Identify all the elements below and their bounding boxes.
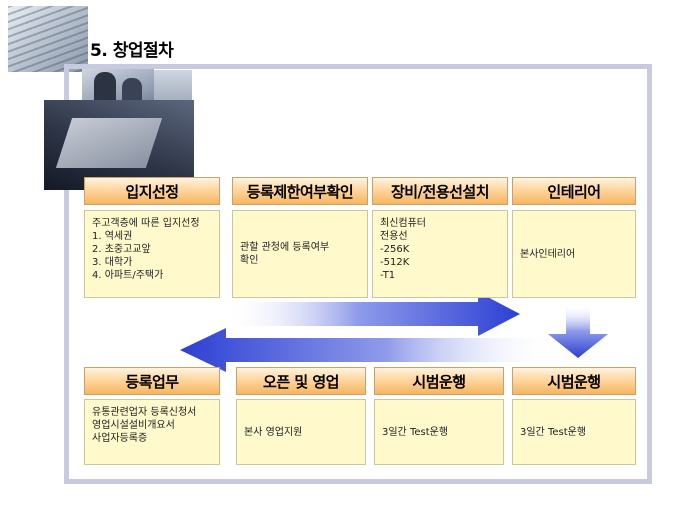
step-line: 3일간 Test운행 — [382, 426, 449, 438]
step-line: 사업자등록증 — [92, 433, 148, 444]
step-line: 1. 역세권 — [92, 231, 133, 242]
step-head-registration-check: 등록제한여부확인 — [232, 177, 368, 205]
step-line: 본사인테리어 — [520, 248, 576, 260]
page-title: 5. 창업절차 — [90, 41, 174, 61]
step-box-interior: 본사인테리어 — [512, 210, 636, 298]
step-box-opening: 본사 영업지원 — [236, 399, 366, 465]
step-line: -512K — [380, 257, 410, 268]
arrow-right — [225, 292, 520, 336]
step-line: 유통관련업자 등록신청서 — [92, 407, 197, 418]
step-box-equipment: 최신컴퓨터 전용선 -256K -512K -T1 — [372, 210, 508, 298]
step-line: 전용선 — [380, 231, 408, 242]
collage-photo-laptop — [44, 100, 194, 190]
step-head-interior: 인테리어 — [512, 177, 636, 205]
diagram-frame — [64, 64, 652, 484]
step-head-registration: 등록업무 — [84, 367, 220, 395]
step-box-site-selection: 주고객층에 따른 입지선정 1. 역세권 2. 초중고교앞 3. 대학가 4. … — [84, 210, 220, 298]
step-line: 확인 — [240, 255, 259, 266]
step-head-site-selection: 입지선정 — [84, 177, 220, 205]
step-line: 영업시설설비개요서 — [92, 420, 175, 431]
step-box-trial-run-1: 3일간 Test운행 — [374, 399, 504, 465]
step-line: -256K — [380, 244, 410, 255]
step-head-trial-run-1: 시범운행 — [374, 367, 504, 395]
collage-photo-papers — [8, 6, 88, 72]
step-box-registration: 유통관련업자 등록신청서 영업시설설비개요서 사업자등록증 — [84, 399, 220, 465]
step-line: 주고객층에 따른 입지선정 — [92, 218, 200, 229]
step-box-registration-check: 관할 관청에 등록여부 확인 — [232, 210, 368, 298]
step-line: 2. 초중고교앞 — [92, 244, 151, 255]
step-line: 4. 아파트/주택가 — [92, 270, 164, 281]
step-line: 본사 영업지원 — [244, 426, 303, 438]
step-line: 3. 대학가 — [92, 257, 133, 268]
step-line: 최신컴퓨터 — [380, 218, 426, 229]
step-head-trial-run-2: 시범운행 — [512, 367, 636, 395]
arrow-down — [548, 304, 608, 358]
step-head-equipment: 장비/전용선설치 — [372, 177, 508, 205]
arrow-left — [180, 328, 556, 372]
step-head-opening: 오픈 및 영업 — [236, 367, 366, 395]
step-line: -T1 — [380, 270, 396, 281]
step-line: 3일간 Test운행 — [520, 426, 587, 438]
step-line: 관할 관청에 등록여부 — [240, 242, 330, 253]
step-box-trial-run-2: 3일간 Test운행 — [512, 399, 636, 465]
